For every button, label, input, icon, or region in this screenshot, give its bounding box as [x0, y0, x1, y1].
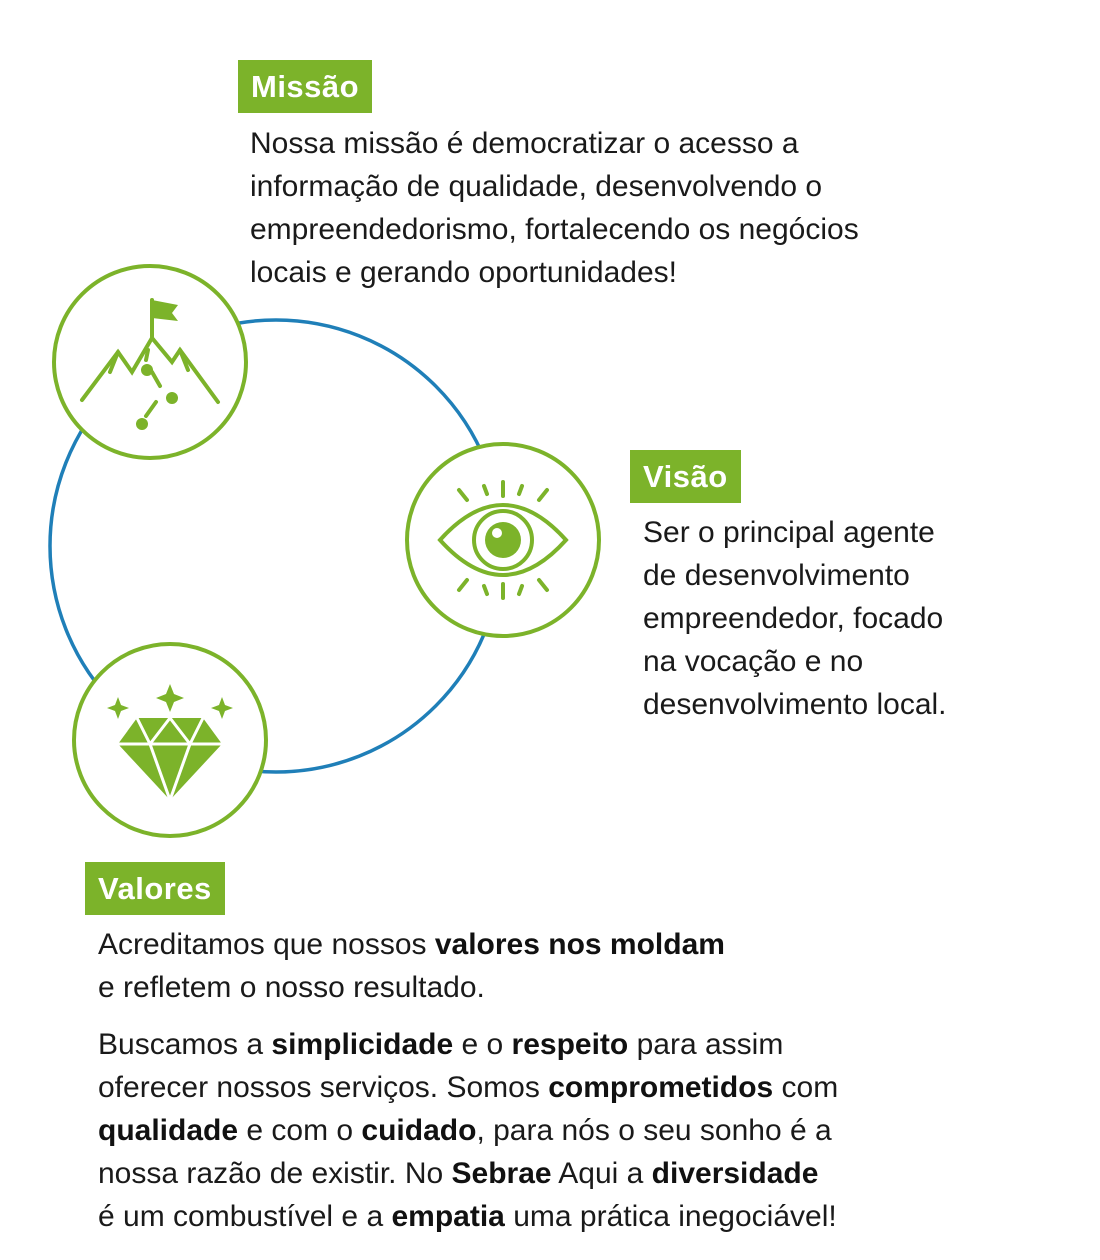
- valores-paragraph-1: Acreditamos que nossos valores nos molda…: [98, 923, 725, 1009]
- text: e refletem o nosso resultado.: [98, 971, 485, 1004]
- visao-title: Visão: [630, 450, 741, 503]
- bold-text: valores nos moldam: [434, 928, 725, 961]
- valores-title: Valores: [85, 862, 225, 915]
- visao-line: Ser o principal agente: [643, 516, 935, 549]
- missao-line: informação de qualidade, desenvolvendo o: [250, 170, 823, 203]
- mountain-flag-icon: [52, 264, 248, 460]
- bold-text: empatia: [391, 1200, 505, 1233]
- bold-text: simplicidade: [271, 1028, 454, 1061]
- bold-text: comprometidos: [548, 1071, 774, 1104]
- missao-text: Nossa missão é democratizar o acesso a i…: [250, 122, 859, 294]
- visao-line: desenvolvimento local.: [643, 688, 947, 721]
- text: é um combustível e a: [98, 1200, 392, 1233]
- missao-line: locais e gerando oportunidades!: [250, 256, 677, 289]
- text: uma prática inegociável!: [504, 1200, 837, 1233]
- text: Aqui a: [551, 1157, 652, 1190]
- eye-icon: [405, 442, 601, 638]
- text: e o: [453, 1028, 512, 1061]
- text: com: [773, 1071, 839, 1104]
- visao-line: de desenvolvimento: [643, 559, 910, 592]
- bold-text: respeito: [511, 1028, 629, 1061]
- visao-text: Ser o principal agente de desenvolviment…: [643, 511, 947, 726]
- bold-text: Sebrae: [451, 1157, 552, 1190]
- missao-line: Nossa missão é democratizar o acesso a: [250, 127, 799, 160]
- diamond-icon: [72, 642, 268, 838]
- text: Acreditamos que nossos: [98, 928, 435, 961]
- bold-text: diversidade: [651, 1157, 819, 1190]
- text: oferecer nossos serviços. Somos: [98, 1071, 549, 1104]
- bold-text: qualidade: [98, 1114, 239, 1147]
- bold-text: cuidado: [361, 1114, 477, 1147]
- visao-line: na vocação e no: [643, 645, 864, 678]
- missao-title: Missão: [238, 60, 373, 113]
- text: para assim: [628, 1028, 784, 1061]
- text: Buscamos a: [98, 1028, 272, 1061]
- valores-paragraph-2: Buscamos a simplicidade e o respeito par…: [98, 1023, 838, 1238]
- text: nossa razão de existir. No: [98, 1157, 452, 1190]
- missao-line: empreendedorismo, fortalecendo os negóci…: [250, 213, 859, 246]
- text: e com o: [238, 1114, 362, 1147]
- visao-line: empreendedor, focado: [643, 602, 944, 635]
- text: , para nós o seu sonho é a: [476, 1114, 832, 1147]
